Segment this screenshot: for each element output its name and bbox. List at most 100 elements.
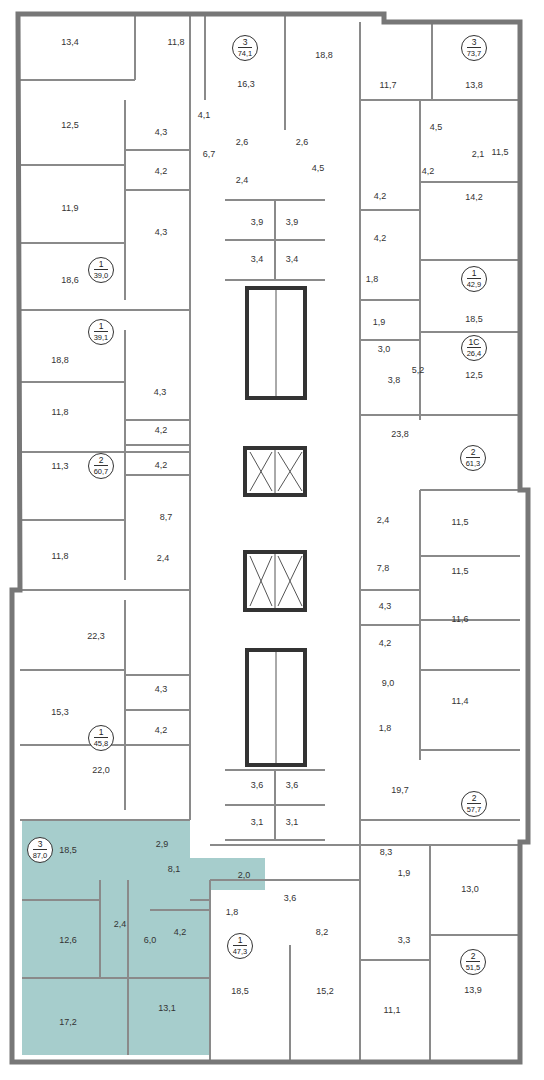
apartment-area: 60,7 xyxy=(94,465,109,476)
room-area: 4,5 xyxy=(312,163,325,173)
room-area: 4,2 xyxy=(174,927,187,937)
room-area: 1,9 xyxy=(373,317,386,327)
room-area: 3,4 xyxy=(251,254,264,264)
room-area: 8,2 xyxy=(316,927,329,937)
room-area: 15,3 xyxy=(51,707,69,717)
room-area: 12,5 xyxy=(61,120,79,130)
room-area: 5,2 xyxy=(412,365,425,375)
room-area: 11,8 xyxy=(52,551,69,561)
room-area: 15,2 xyxy=(316,986,334,996)
room-area: 3,1 xyxy=(286,817,299,827)
room-area: 9,0 xyxy=(382,678,395,688)
room-area: 2,4 xyxy=(114,919,127,929)
room-area: 4,3 xyxy=(155,227,168,237)
room-area: 18,8 xyxy=(315,50,333,60)
room-area: 8,1 xyxy=(168,864,181,874)
room-area: 4,2 xyxy=(374,191,387,201)
room-area: 4,2 xyxy=(374,233,387,243)
room-area: 4,3 xyxy=(379,601,392,611)
room-area: 11,6 xyxy=(452,614,469,624)
room-count: 2 xyxy=(471,952,476,961)
room-area: 4,2 xyxy=(155,460,168,470)
apartment-badge: 387,0 xyxy=(27,837,53,863)
room-area: 1,8 xyxy=(226,907,239,917)
room-area: 11,5 xyxy=(492,147,509,157)
room-count: 3 xyxy=(38,840,43,849)
apartment-badge: 374,1 xyxy=(232,35,258,61)
room-area: 3,6 xyxy=(284,893,297,903)
room-area: 4,5 xyxy=(430,122,443,132)
room-area: 4,1 xyxy=(198,110,211,120)
room-area: 13,4 xyxy=(61,37,79,47)
room-area: 3,9 xyxy=(251,217,264,227)
room-area: 11,5 xyxy=(452,566,469,576)
room-area: 4,2 xyxy=(422,166,435,176)
room-area: 22,3 xyxy=(87,631,105,641)
room-area: 11,3 xyxy=(52,461,69,471)
room-area: 23,8 xyxy=(391,429,409,439)
room-area: 6,0 xyxy=(144,935,157,945)
room-area: 2,4 xyxy=(377,515,390,525)
room-area: 8,3 xyxy=(380,847,393,857)
apartment-area: 73,7 xyxy=(467,47,482,58)
room-area: 4,2 xyxy=(155,166,168,176)
room-area: 14,2 xyxy=(465,192,483,202)
partition-walls xyxy=(20,14,520,1060)
room-area: 3,3 xyxy=(398,935,411,945)
apartment-badge: 251,5 xyxy=(460,949,486,975)
room-count: 1 xyxy=(99,322,104,331)
room-count: 1 xyxy=(238,936,243,945)
apartment-area: 45,8 xyxy=(94,737,109,748)
room-area: 11,1 xyxy=(384,1005,401,1015)
apartment-area: 61,3 xyxy=(466,457,481,468)
room-area: 2,0 xyxy=(238,870,251,880)
apartment-area: 39,1 xyxy=(94,331,109,342)
room-area: 2,4 xyxy=(157,553,170,563)
core-details xyxy=(250,290,302,763)
room-area: 1,9 xyxy=(398,868,411,878)
apartment-area: 57,7 xyxy=(467,803,482,814)
apartment-area: 39,0 xyxy=(94,269,109,280)
room-area: 3,8 xyxy=(388,375,401,385)
apartment-badge: 142,9 xyxy=(461,266,487,292)
room-area: 11,8 xyxy=(168,37,185,47)
apartment-badge: 373,7 xyxy=(461,35,487,61)
room-area: 7,8 xyxy=(377,563,390,573)
room-area: 12,6 xyxy=(59,935,77,945)
apartment-badge: 257,7 xyxy=(461,791,487,817)
room-area: 3,9 xyxy=(286,217,299,227)
room-area: 22,0 xyxy=(92,765,110,775)
room-count: 1 xyxy=(99,260,104,269)
apartment-badge: 145,8 xyxy=(88,725,114,751)
apartment-area: 51,5 xyxy=(466,961,481,972)
room-area: 13,9 xyxy=(464,985,482,995)
room-area: 11,4 xyxy=(452,696,469,706)
room-count: 1С xyxy=(469,338,480,347)
room-area: 17,2 xyxy=(59,1017,77,1027)
room-area: 3,6 xyxy=(286,780,299,790)
room-area: 2,1 xyxy=(472,149,485,159)
room-area: 2,4 xyxy=(236,175,249,185)
room-area: 2,6 xyxy=(296,137,309,147)
apartment-badge: 139,1 xyxy=(88,319,114,345)
room-area: 4,3 xyxy=(154,387,167,397)
room-area: 11,9 xyxy=(62,203,79,213)
room-area: 3,6 xyxy=(251,780,264,790)
room-area: 19,7 xyxy=(391,785,409,795)
outer-wall xyxy=(12,14,528,1062)
highlight-apartment xyxy=(22,820,265,1055)
room-area: 4,2 xyxy=(155,725,168,735)
apartment-area: 87,0 xyxy=(33,849,48,860)
room-count: 2 xyxy=(471,448,476,457)
apartment-badge: 139,0 xyxy=(88,257,114,283)
room-count: 3 xyxy=(472,38,477,47)
room-area: 18,5 xyxy=(231,986,249,996)
apartment-area: 26,4 xyxy=(467,347,482,358)
room-area: 16,3 xyxy=(237,79,255,89)
room-count: 1 xyxy=(472,269,477,278)
room-area: 13,8 xyxy=(465,80,483,90)
room-area: 18,6 xyxy=(61,275,79,285)
core-walls xyxy=(245,288,305,765)
apartment-area: 74,1 xyxy=(238,47,253,58)
